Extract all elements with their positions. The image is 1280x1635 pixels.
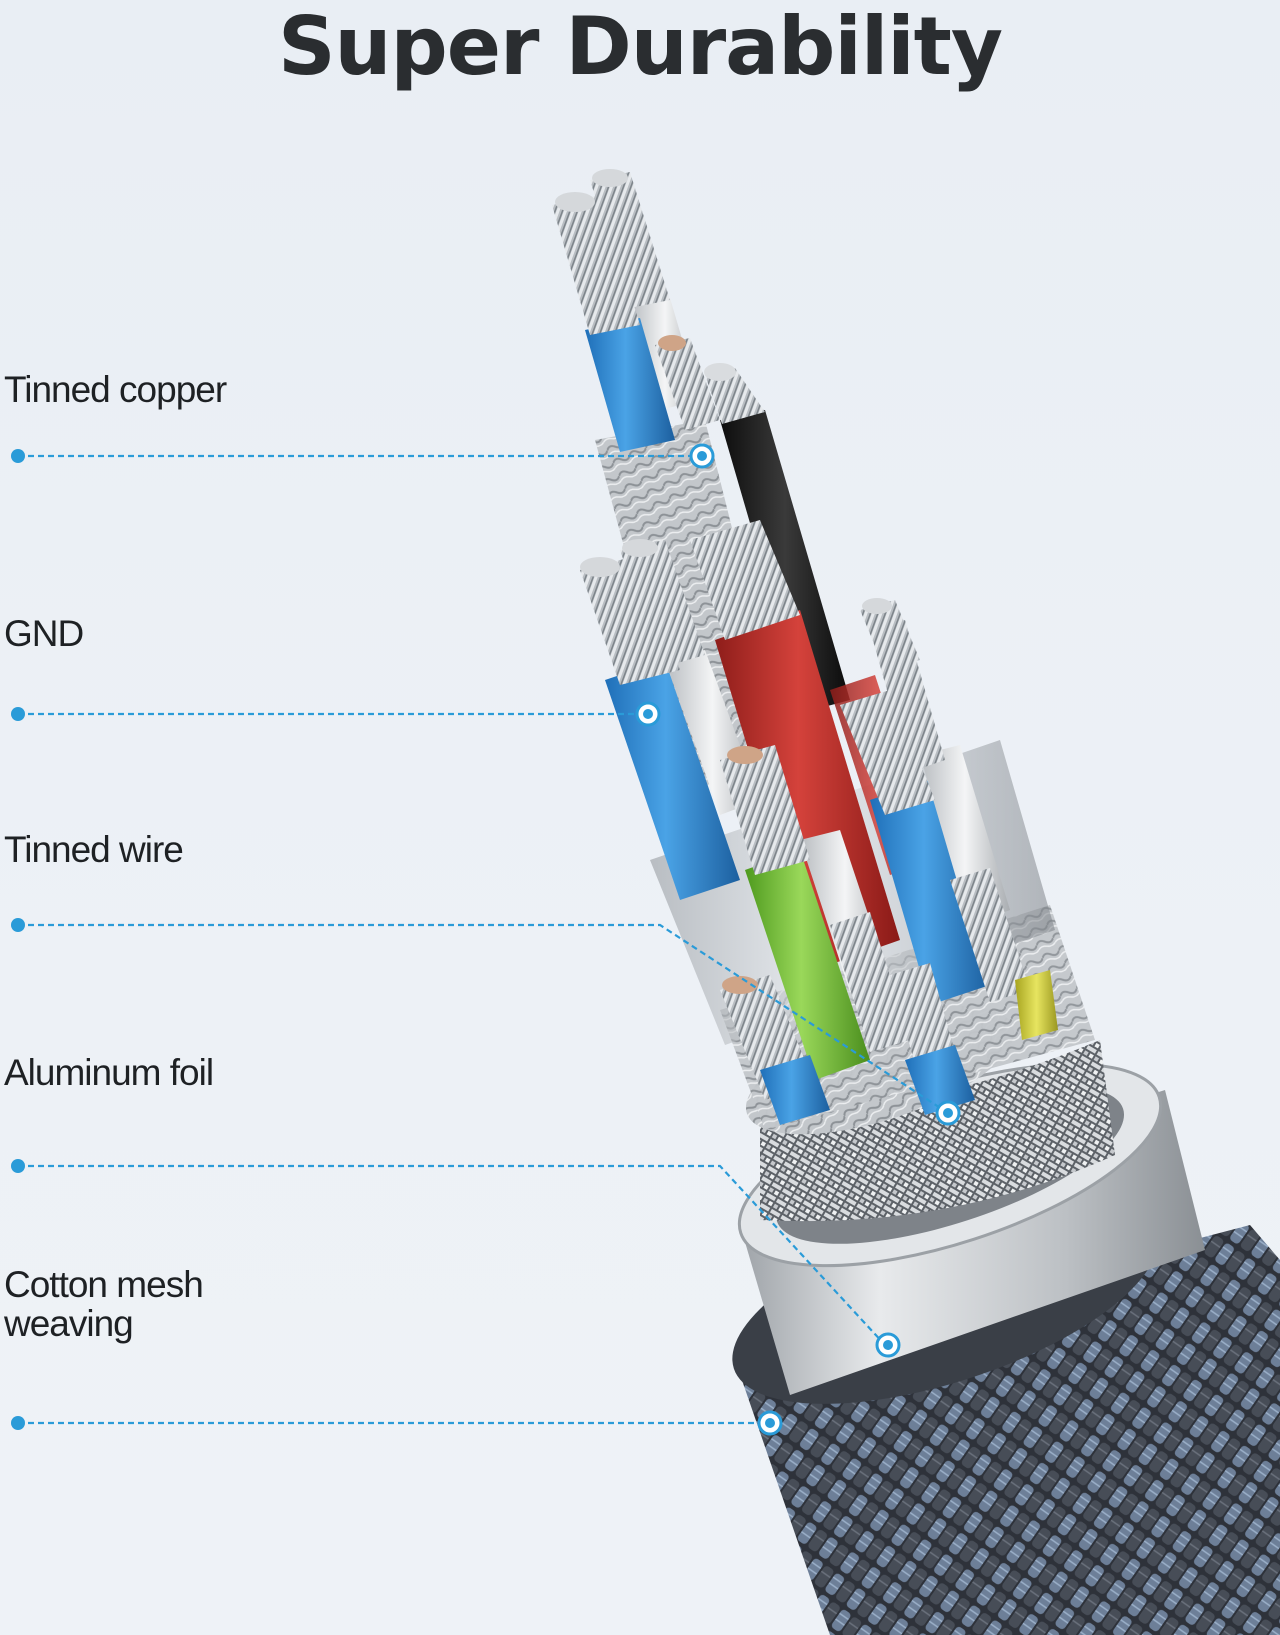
label-cotton-mesh-weaving: Cotton mesh weaving <box>4 1264 204 1344</box>
label-aluminum-foil: Aluminum foil <box>4 1052 214 1093</box>
callout-line-tinned-wire <box>18 923 949 1114</box>
page-title: Super Durability <box>277 0 1003 93</box>
callout-lines <box>18 454 949 1425</box>
label-tinned-wire: Tinned wire <box>4 829 184 870</box>
callout-start-dot <box>11 1159 25 1173</box>
callout-start-dot <box>11 918 25 932</box>
callout-end-markers <box>635 443 961 1436</box>
callout-start-dot <box>11 1416 25 1430</box>
label-tinned-copper: Tinned copper <box>4 369 227 410</box>
callout-start-dot <box>11 707 25 721</box>
callout-dots <box>11 449 25 1430</box>
callout-start-dot <box>11 449 25 463</box>
inner-wires <box>552 169 1058 1125</box>
callout-line-aluminum-foil <box>18 1164 886 1346</box>
label-gnd: GND <box>4 613 84 654</box>
